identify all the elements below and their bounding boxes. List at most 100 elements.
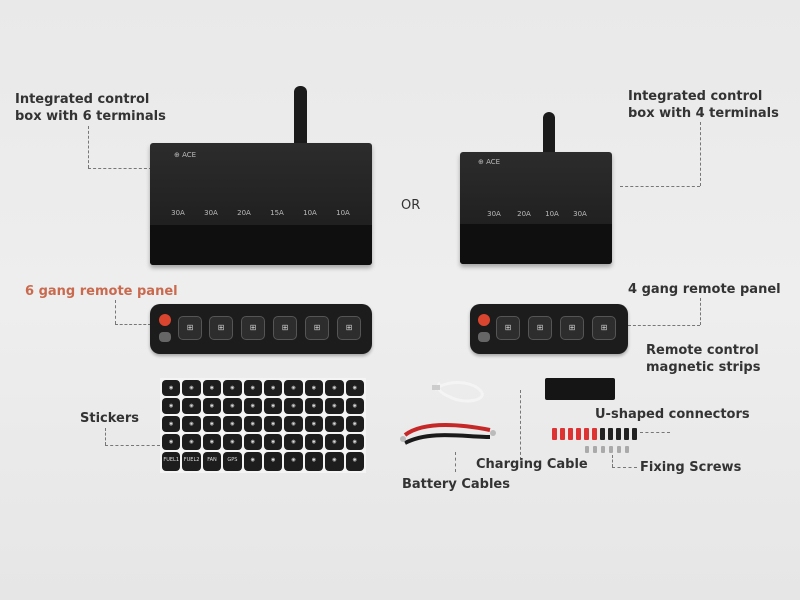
- sticker: ◉: [345, 416, 364, 432]
- u-connector: [616, 428, 621, 440]
- leader-line: [612, 467, 637, 468]
- sticker: ◉: [243, 380, 262, 396]
- screw: [617, 446, 621, 453]
- power-button-icon: [478, 314, 490, 326]
- cables-image: [400, 381, 496, 445]
- usb-cable: [433, 381, 484, 403]
- switch-button: ⊞: [209, 316, 233, 340]
- u-connector: [632, 428, 637, 440]
- sticker: ◉: [304, 380, 324, 396]
- leader-line: [612, 455, 613, 467]
- sticker: FAN OFF: [202, 452, 222, 471]
- sticker: ◉: [182, 434, 201, 450]
- red-cable: [403, 423, 491, 437]
- sticker: ◉: [263, 416, 283, 432]
- sticker: ◉: [304, 416, 324, 432]
- u-connector: [568, 428, 573, 440]
- switch-button: ⊞: [528, 316, 552, 340]
- battery-cables-label: Battery Cables: [402, 477, 510, 492]
- mode-button-icon: [478, 332, 490, 342]
- control-box-6-terminals: ⊕ ACE 30A 30A 20A 15A 10A 10A: [150, 143, 372, 265]
- sticker: GPS: [223, 452, 242, 471]
- sticker: ◉: [325, 452, 344, 471]
- sticker: ◉: [202, 416, 222, 432]
- sticker: ◉: [304, 452, 324, 471]
- u-connector: [608, 428, 613, 440]
- sticker: FUEL2: [182, 452, 201, 471]
- box-side: [150, 225, 372, 265]
- leader-line: [88, 168, 152, 169]
- sticker: ◉: [162, 416, 181, 432]
- box4-label: Integrated control box with 4 terminals: [628, 88, 779, 122]
- sticker: ◉: [345, 380, 364, 396]
- strips-label-line2: magnetic strips: [646, 360, 761, 375]
- magnetic-strip: [545, 378, 615, 400]
- sticker: ◉: [284, 380, 303, 396]
- box6-brand: ⊕ ACE: [174, 151, 197, 159]
- antenna: [294, 86, 307, 146]
- sticker: ◉: [263, 434, 283, 450]
- terminal-label: 30A: [573, 210, 587, 218]
- box4-label-line2: box with 4 terminals: [628, 106, 779, 121]
- leader-line: [620, 186, 700, 187]
- box4-label-line1: Integrated control: [628, 89, 763, 104]
- sticker: ◉: [325, 398, 344, 414]
- sticker: ◉: [325, 434, 344, 450]
- terminal-label: 30A: [171, 209, 185, 217]
- sticker: ◉: [162, 398, 181, 414]
- sticker: ◉: [223, 380, 242, 396]
- switch-button: ⊞: [178, 316, 202, 340]
- switch-button: ⊞: [560, 316, 584, 340]
- power-button-icon: [159, 314, 171, 326]
- sticker: ◉: [223, 398, 242, 414]
- u-connector: [592, 428, 597, 440]
- leader-line: [700, 122, 701, 186]
- sticker: ◉: [182, 398, 201, 414]
- usb-plug: [432, 385, 440, 390]
- sticker: ◉: [243, 398, 262, 414]
- fixing-screws-label: Fixing Screws: [640, 460, 742, 475]
- terminal-label: 30A: [487, 210, 501, 218]
- screw: [609, 446, 613, 453]
- leader-line: [700, 298, 701, 325]
- leader-line: [115, 324, 151, 325]
- terminal-label: 10A: [303, 209, 317, 217]
- sticker: ◉: [243, 434, 262, 450]
- strips-label-line1: Remote control: [646, 343, 759, 358]
- sticker: ◉: [223, 416, 242, 432]
- switch-button: ⊞: [241, 316, 265, 340]
- panel4-label: 4 gang remote panel: [628, 282, 781, 297]
- leader-line: [520, 390, 521, 460]
- screw: [625, 446, 629, 453]
- screw: [601, 446, 605, 453]
- antenna: [543, 112, 555, 156]
- sticker: ◉: [162, 380, 181, 396]
- remote-panel-6-gang: ⊞ ⊞ ⊞ ⊞ ⊞ ⊞: [150, 304, 372, 354]
- sticker: ◉: [202, 434, 222, 450]
- sticker: ◉: [243, 416, 262, 432]
- strips-label: Remote control magnetic strips: [646, 342, 760, 376]
- sticker: ◉: [223, 434, 242, 450]
- sticker: ◉: [243, 452, 262, 471]
- sticker: ◉: [345, 398, 364, 414]
- sticker: ◉: [263, 398, 283, 414]
- sticker: ◉: [284, 416, 303, 432]
- box6-label-line1: Integrated control: [15, 92, 150, 107]
- sticker: ◉: [325, 416, 344, 432]
- sticker: ◉: [284, 434, 303, 450]
- leader-line: [105, 428, 106, 445]
- sticker: ◉: [182, 380, 201, 396]
- sticker: ◉: [345, 452, 364, 471]
- remote-panel-4-gang: ⊞ ⊞ ⊞ ⊞: [470, 304, 628, 354]
- sticker: ◉: [202, 380, 222, 396]
- sticker: ◉: [304, 398, 324, 414]
- screw: [593, 446, 597, 453]
- mode-button-icon: [159, 332, 171, 342]
- charging-cable-label: Charging Cable: [476, 457, 588, 472]
- terminal-label: 10A: [336, 209, 350, 217]
- leader-line: [105, 445, 160, 446]
- control-box-4-terminals: ⊕ ACE 30A 20A 10A 30A: [460, 152, 612, 264]
- sticker: ◉: [284, 452, 303, 471]
- u-connector: [560, 428, 565, 440]
